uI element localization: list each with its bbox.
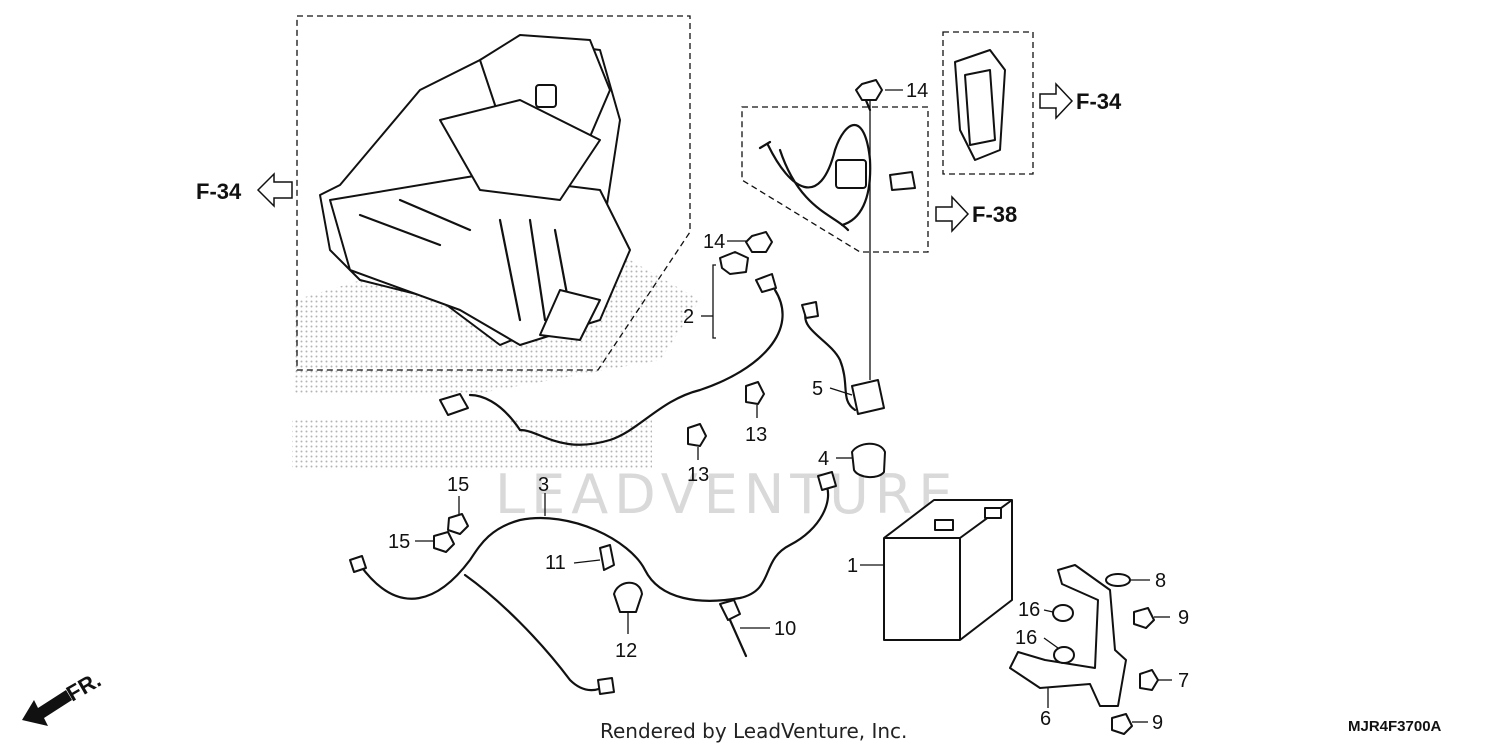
callout-16-b[interactable]: 16 [1015,627,1037,649]
part-bolt-9-a [1133,607,1170,629]
part-harness-3 [349,471,837,695]
part-bolt-15-b [415,531,455,553]
relay-harness-assembly [741,96,929,253]
part-grommet-16-b [1043,637,1075,664]
part-grommet-16-a [1043,604,1074,622]
part-nut-7 [1139,669,1172,691]
part-holder-12 [613,581,643,634]
part-nut-14-top [855,79,903,380]
part-fuse-11 [573,544,615,571]
part-bolt-9-b [1111,713,1148,735]
ref-arrow-left-f34[interactable]: F-34 [196,172,293,208]
battery-box-assembly [296,15,691,371]
part-clip-13-a [745,381,765,418]
part-relay-harness-5 [801,301,885,415]
callout-15-b[interactable]: 15 [388,531,410,553]
callout-7[interactable]: 7 [1178,670,1189,692]
callout-5[interactable]: 5 [812,378,823,400]
callout-14-a[interactable]: 14 [906,80,928,102]
part-cover-4 [836,442,886,478]
callout-14-b[interactable]: 14 [703,231,725,253]
part-cable-2 [439,251,784,446]
callout-15-a[interactable]: 15 [447,474,469,496]
part-sensor-10 [719,599,770,658]
callout-1[interactable]: 1 [847,555,858,577]
callout-9-b[interactable]: 9 [1152,712,1163,734]
callout-8[interactable]: 8 [1155,570,1166,592]
part-clip-13-b [687,423,707,460]
relay-harness-dashed-outline [741,106,929,253]
ref-label-f38[interactable]: F-38 [972,202,1017,227]
fuse-box-dashed-outline [942,31,1034,175]
callout-3[interactable]: 3 [538,474,549,496]
front-arrow-icon [22,690,72,726]
watermark-text: LEADVENTURE [495,463,958,526]
footer-credit: Rendered by LeadVenture, Inc. [600,719,907,743]
callout-16-a[interactable]: 16 [1018,599,1040,621]
part-bolt-15-a [447,496,469,535]
callout-12[interactable]: 12 [615,640,637,662]
part-battery-1 [860,499,1013,641]
part-nut-14-mid [727,231,773,253]
callout-numbers: 1 2 3 4 5 6 7 8 9 9 10 11 12 13 13 14 14… [388,80,1189,734]
callout-6[interactable]: 6 [1040,708,1051,730]
callout-9-a[interactable]: 9 [1178,607,1189,629]
ref-label-f34-right[interactable]: F-34 [1076,89,1122,114]
callout-4[interactable]: 4 [818,448,829,470]
callout-10[interactable]: 10 [774,618,796,640]
battery-box-dashed-outline [296,15,691,371]
diagram-code: MJR4F3700A [1348,718,1442,735]
ref-arrow-right-f38[interactable]: F-38 [935,195,1017,233]
part-washer-8 [1105,573,1150,587]
callout-11[interactable]: 11 [545,552,566,574]
fuse-box-cover-assembly [942,31,1034,175]
callout-13-b[interactable]: 13 [687,464,709,486]
front-direction-indicator: FR. [22,667,105,726]
part-bracket-6 [1009,564,1127,708]
ref-label-f34-left[interactable]: F-34 [196,179,242,204]
ref-arrow-right-f34[interactable]: F-34 [1039,82,1122,120]
callout-13-a[interactable]: 13 [745,424,767,446]
callout-2[interactable]: 2 [683,306,694,328]
